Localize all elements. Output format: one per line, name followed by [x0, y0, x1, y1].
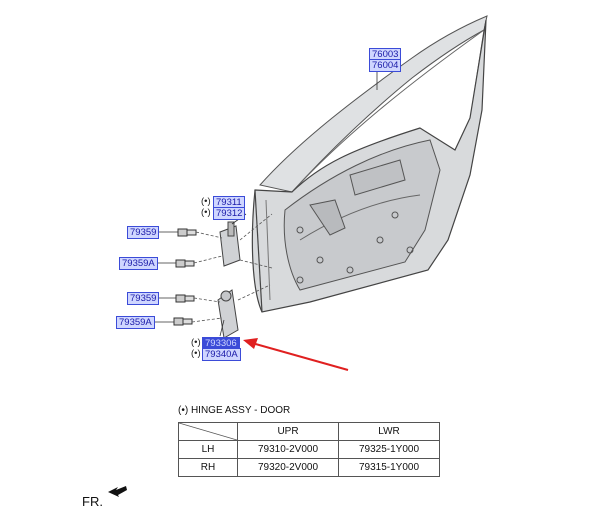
- legend-title: (•) HINGE ASSY - DOOR: [178, 405, 291, 416]
- part-label-79359-upper[interactable]: 79359: [127, 226, 160, 239]
- row-side-cell: LH: [178, 440, 238, 459]
- column-header-upr: UPR: [237, 422, 339, 441]
- hinge-mark: (•): [191, 337, 201, 348]
- upr-part-cell: 79320-2V000: [237, 458, 339, 477]
- front-direction-label: FR.: [82, 494, 103, 509]
- part-label-79340a[interactable]: 79340A: [202, 348, 241, 361]
- bolt-icon: [173, 317, 193, 326]
- pointer-arrow-icon: [243, 338, 349, 371]
- part-label-79359-lower[interactable]: 79359: [127, 292, 160, 305]
- hinge-mark: (•): [201, 196, 211, 207]
- part-label-76004[interactable]: 76004: [369, 59, 402, 72]
- front-direction-icon: [108, 486, 127, 497]
- table-corner-cell: [178, 422, 238, 441]
- column-header-lwr: LWR: [338, 422, 440, 441]
- part-label-79359a-lower[interactable]: 79359A: [116, 316, 155, 329]
- lwr-part-cell: 79315-1Y000: [338, 458, 440, 477]
- part-label-79312[interactable]: 79312: [213, 207, 246, 220]
- hinge-assy-table: UPR LWR LH 79310-2V000 79325-1Y000 RH 79…: [178, 422, 440, 477]
- row-side-cell: RH: [178, 458, 238, 477]
- lwr-part-cell: 79325-1Y000: [338, 440, 440, 459]
- table-header-row: UPR LWR: [178, 422, 440, 441]
- bolt-icon: [177, 228, 197, 237]
- table-row: LH 79310-2V000 79325-1Y000: [178, 440, 440, 459]
- hinge-mark: (•): [201, 207, 211, 218]
- part-label-79359a-upper[interactable]: 79359A: [119, 257, 158, 270]
- table-row: RH 79320-2V000 79315-1Y000: [178, 458, 440, 477]
- hinge-mark: (•): [191, 348, 201, 359]
- upr-part-cell: 79310-2V000: [237, 440, 339, 459]
- bolt-icon: [175, 259, 195, 268]
- bolt-icon: [175, 294, 195, 303]
